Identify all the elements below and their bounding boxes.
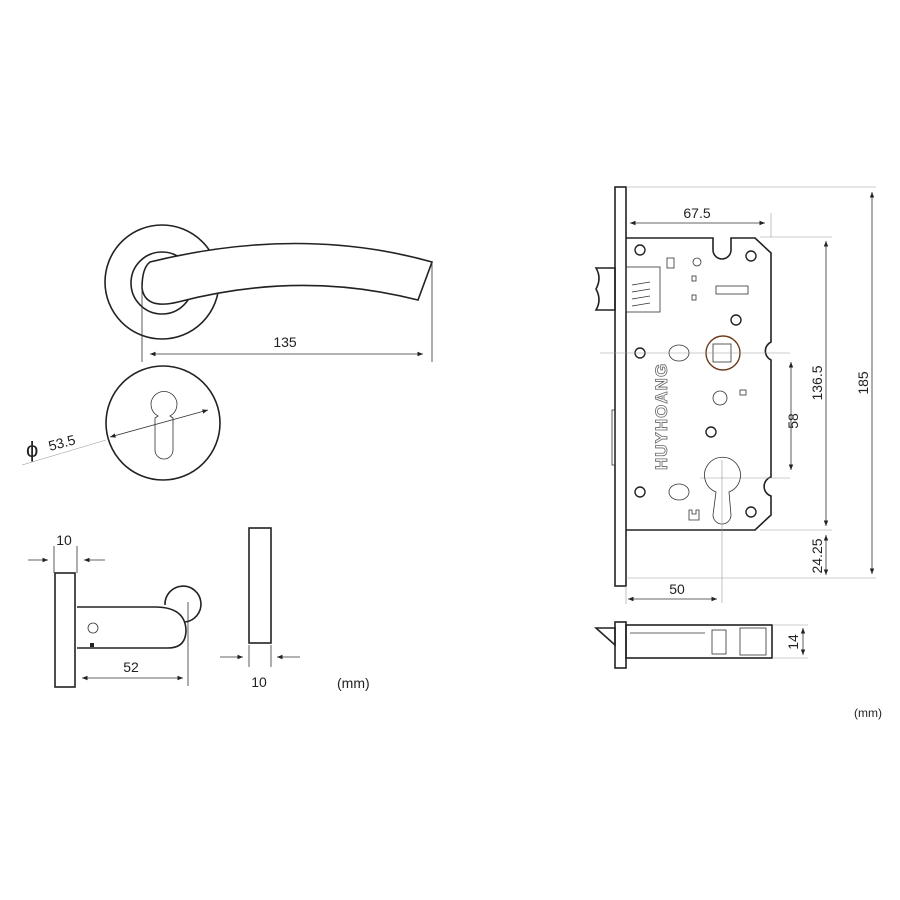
bottom-offset-label: 24.25: [809, 538, 825, 573]
escutcheon-view: ϕ 53.5: [21, 365, 221, 481]
projection-label: 52: [123, 659, 139, 675]
lever-grip-top: [164, 585, 202, 623]
case-height-label: 136.5: [809, 365, 825, 400]
thickness-label: 14: [785, 634, 801, 650]
mortise-dimensions: 67.5 136.5 185 58 24.25 50: [625, 186, 876, 604]
backset-top-label: 67.5: [683, 205, 710, 221]
mortise-lock-front-view: HUYHOANG: [594, 186, 790, 603]
escutcheon-outline: [105, 365, 221, 481]
escutcheon-thickness-label: 10: [251, 674, 267, 690]
lever-outline: [141, 242, 434, 305]
keyhole-outline: [150, 391, 178, 460]
faceplate-height-label: 185: [855, 371, 871, 395]
length-dimension: 135: [141, 262, 433, 362]
rose-side: [54, 572, 76, 688]
brand-logo: HUYHOANG: [652, 363, 671, 470]
diameter-label: 53.5: [47, 431, 78, 454]
handle-side-view: 10 52: [28, 532, 202, 688]
escutcheon-side-view: 10: [220, 527, 300, 690]
latch-bolt: [594, 267, 616, 311]
rose-thickness-label: 10: [56, 532, 72, 548]
length-label: 135: [273, 334, 297, 350]
cylinder-hole: [704, 456, 741, 525]
lock-case: [626, 237, 772, 531]
unit-label-right: (mm): [854, 706, 882, 720]
backset-label: 50: [669, 581, 685, 597]
center-distance-label: 58: [785, 413, 801, 429]
mortise-top-view: 14: [593, 621, 808, 669]
screws: [634, 244, 757, 518]
lever-handle-front-view: [104, 224, 434, 340]
faceplate: [614, 186, 627, 587]
unit-label-left: (mm): [337, 675, 370, 691]
lever-stem: [77, 606, 187, 649]
diameter-symbol: ϕ: [26, 437, 38, 462]
set-screw: [87, 622, 99, 634]
